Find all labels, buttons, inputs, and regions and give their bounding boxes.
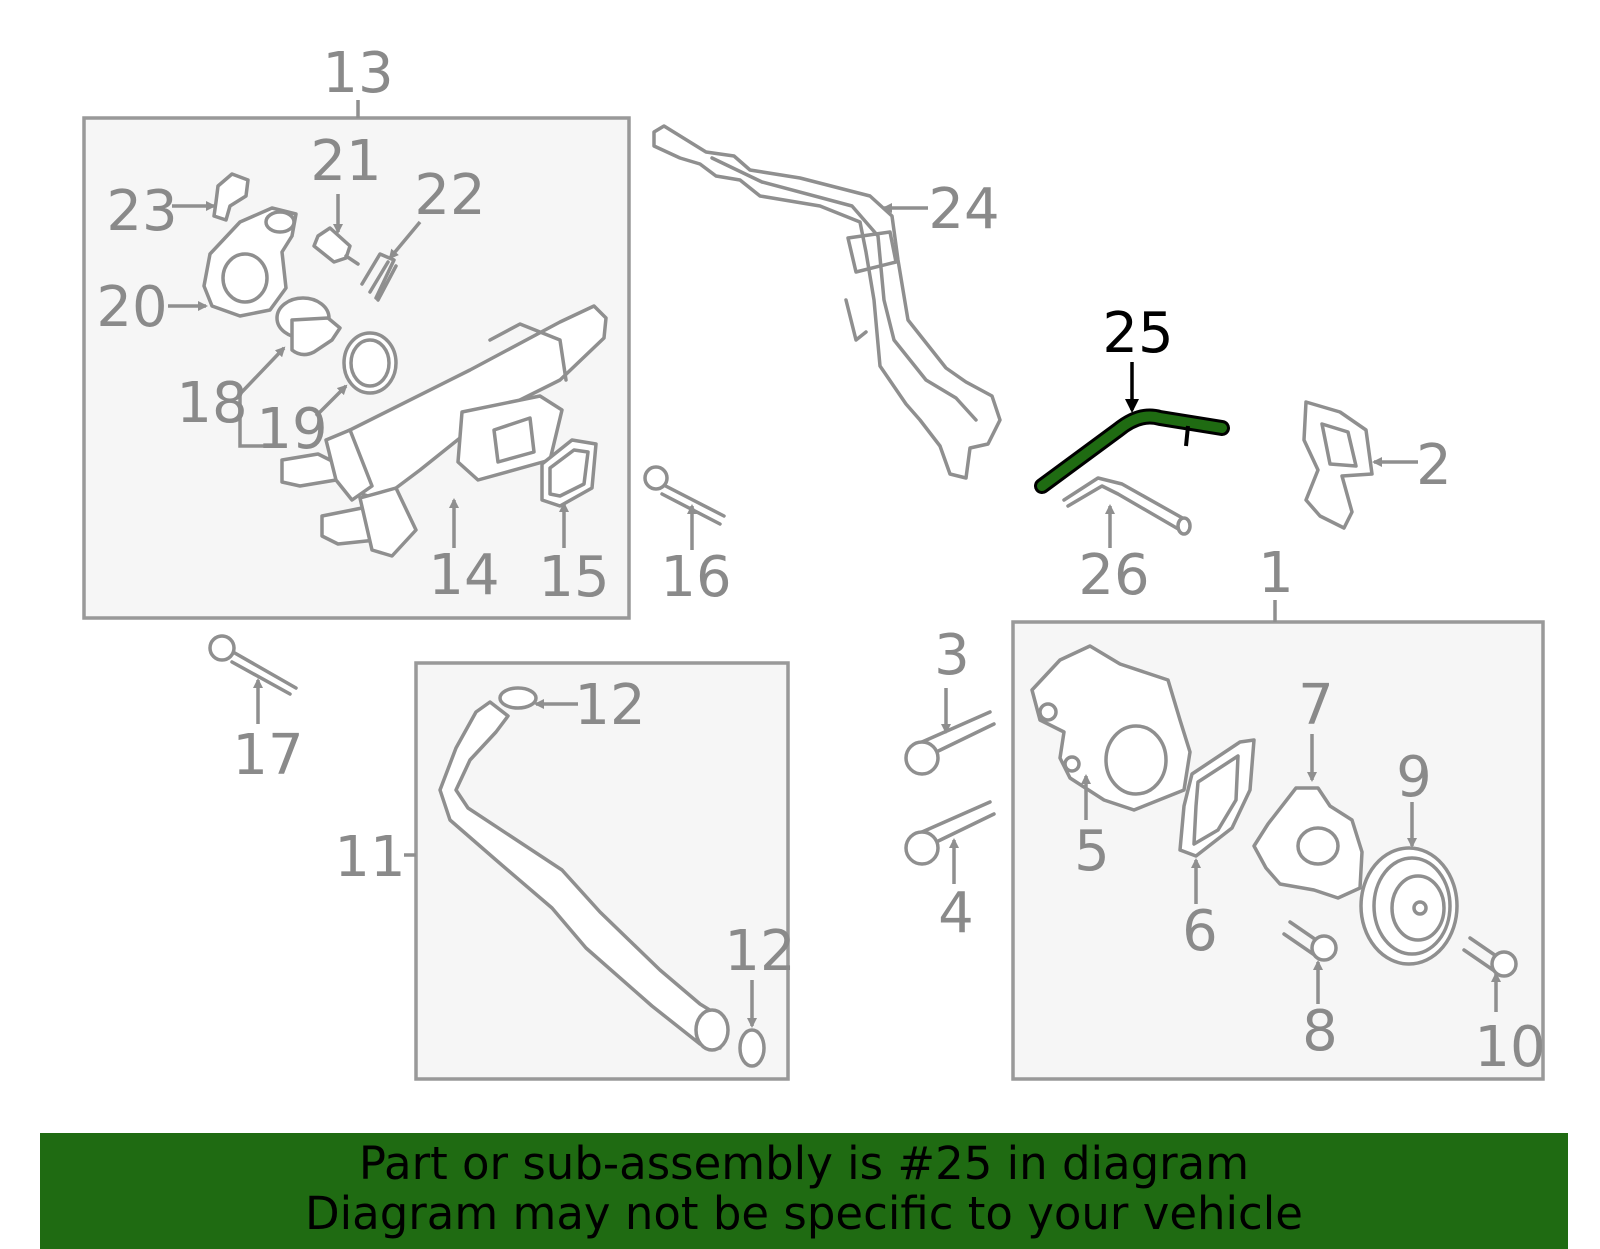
leader-22 [388, 220, 422, 260]
callout-6: 6 [1182, 899, 1218, 964]
callout-9: 9 [1396, 745, 1432, 810]
leader-19 [314, 384, 348, 418]
pump-housing-boss-5a [1038, 702, 1058, 722]
bolt-part-3 [920, 710, 996, 758]
callout-11: 11 [334, 825, 405, 890]
thermostat-body-18 [290, 316, 342, 357]
housing-neck-20 [264, 210, 296, 234]
bolt-part-17 [224, 646, 298, 696]
callout-12a: 12 [574, 673, 645, 738]
callout-7: 7 [1298, 673, 1334, 738]
callout-5: 5 [1074, 819, 1110, 884]
callout-3: 3 [934, 623, 970, 688]
housing-detail-14a [488, 322, 568, 382]
callout-14: 14 [428, 543, 499, 608]
oring-part-12b [738, 1028, 766, 1068]
pipe-bracket-24a [846, 230, 898, 274]
callout-2: 2 [1416, 433, 1452, 498]
callout-12b: 12 [724, 919, 795, 984]
callout-10: 10 [1474, 1015, 1545, 1080]
clip-part-22 [360, 252, 398, 302]
callout-17: 17 [232, 723, 303, 788]
hose-part-25-fill [1037, 411, 1227, 491]
bolt-head-3 [904, 740, 940, 776]
parts-diagram: 13 23 21 22 20 18 19 14 15 16 17 24 25 2… [82, 41, 1546, 1081]
callout-1: 1 [1258, 541, 1294, 606]
housing-flange-14c [324, 428, 374, 502]
pipe-bracket-24b [844, 298, 868, 342]
bolt-head-4 [904, 830, 940, 866]
callout-8: 8 [1302, 999, 1338, 1064]
water-pump-hub-7 [1296, 826, 1340, 866]
info-banner: Part or sub-assembly is #25 in diagram D… [40, 1133, 1568, 1249]
banner-line-1: Part or sub-assembly is #25 in diagram [358, 1137, 1250, 1190]
bolt-head-17 [208, 634, 236, 662]
banner-line-2: Diagram may not be specific to your vehi… [305, 1187, 1303, 1240]
hose-part-26 [1062, 476, 1188, 532]
callout-23: 23 [106, 179, 177, 244]
gasket-inner-6 [1192, 754, 1240, 846]
leader-18 [238, 346, 286, 448]
gasket-part-6 [1178, 738, 1256, 858]
housing-flange-window-14 [492, 416, 536, 464]
callout-20: 20 [96, 275, 167, 340]
pulley-groove-9 [1372, 856, 1452, 956]
oring-part-12a [498, 686, 538, 710]
gasket-inner-15 [548, 448, 590, 498]
housing-port-20 [221, 252, 269, 304]
callout-13: 13 [322, 41, 393, 106]
housing-flange-14b [358, 486, 418, 558]
pulley-center-9 [1412, 900, 1428, 916]
pipe-part-24 [652, 124, 1002, 480]
pipe-end-11 [694, 1008, 730, 1052]
callout-22: 22 [414, 163, 485, 228]
gasket-plate-window-2 [1320, 422, 1358, 468]
callout-18: 18 [176, 371, 247, 436]
bolt-head-8 [1310, 934, 1338, 962]
callout-15: 15 [538, 545, 609, 610]
bolt-head-16 [643, 465, 669, 491]
callout-24: 24 [928, 177, 999, 242]
callout-25: 25 [1102, 301, 1173, 366]
callout-21: 21 [310, 129, 381, 194]
pump-housing-boss-5b [1063, 755, 1081, 773]
water-pump-part-7 [1252, 786, 1364, 900]
gasket-part-15 [540, 438, 598, 508]
sensor-pin-21 [344, 254, 360, 266]
callout-26: 26 [1078, 543, 1149, 608]
pump-housing-bore-5 [1104, 724, 1168, 796]
pipe-seam-24 [710, 156, 978, 422]
oring-inner-19 [349, 338, 391, 388]
callout-19: 19 [256, 397, 327, 462]
callout-16: 16 [660, 545, 731, 610]
callout-4: 4 [938, 881, 974, 946]
hose-end-26 [1176, 516, 1192, 536]
hose-clip-25 [1184, 425, 1190, 447]
bolt-head-10 [1490, 950, 1518, 978]
pulley-hub-9 [1390, 874, 1446, 942]
bolt-part-4 [920, 800, 996, 848]
